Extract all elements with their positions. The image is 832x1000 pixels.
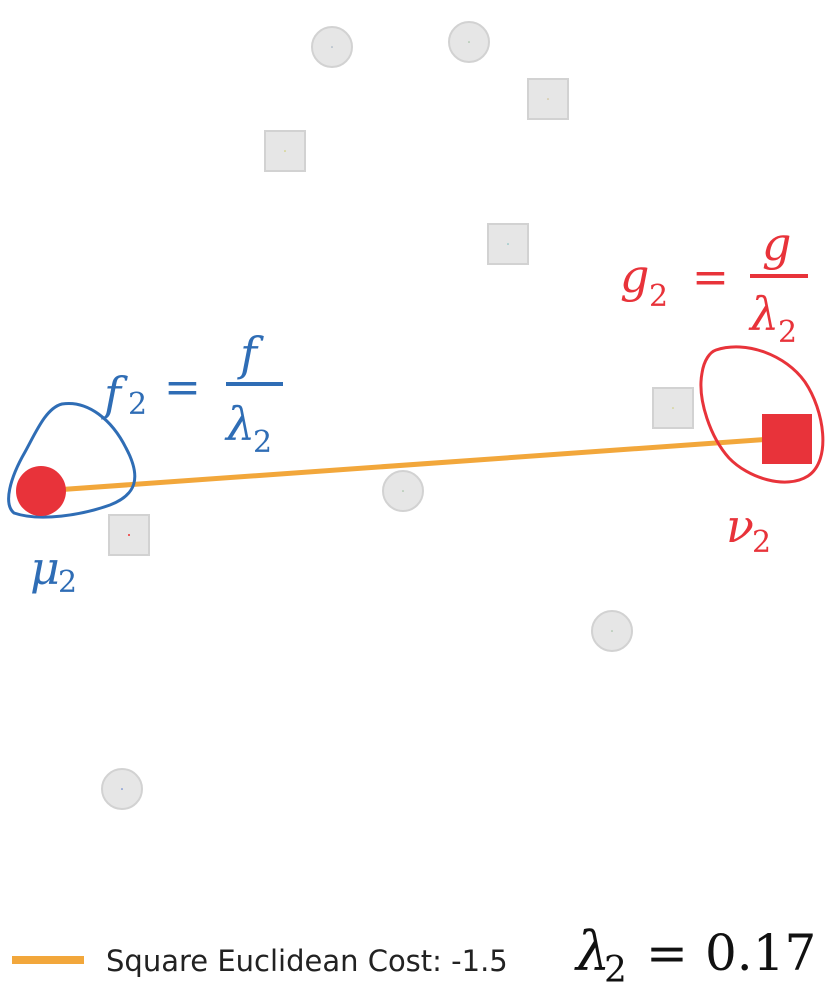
lambda-subscript: 2 [253,425,272,460]
f2-subscript: 2 [128,387,147,422]
legend-cost-text: Square Euclidean Cost: -1.5 [106,944,508,978]
lambda-symbol: λ [748,287,779,341]
source-potential-outline [7,402,137,519]
f2-base: f [101,367,128,421]
equals-sign: = [164,362,201,413]
lambda-value: 0.17 [705,924,816,982]
lambda-subscript: 2 [604,950,627,991]
gray-square-point [527,78,569,120]
fraction-numerator: g [762,217,791,271]
equals-sign: = [646,924,688,982]
mu-label: μ 2 [30,541,77,600]
nu-subscript: 2 [752,525,771,560]
mu-symbol: μ [30,541,60,595]
background-points [101,21,694,810]
fraction-numerator: f [237,327,264,381]
transport-line [40,435,787,494]
nu-symbol: ν [726,499,754,553]
lambda-subscript: 2 [778,315,797,350]
lambda-symbol: λ [574,920,610,983]
legend: Square Euclidean Cost: -1.5 [12,944,508,978]
g2-subscript: 2 [649,279,668,314]
lambda-symbol: λ [224,397,255,451]
lambda-value-label: λ 2 = 0.17 [574,920,816,991]
nu-label: ν 2 [726,499,771,560]
source-potential-label: f 2 = f λ 2 [101,327,283,460]
source-point [16,466,66,516]
target-potential-outline [699,345,825,484]
gray-square-point [108,514,150,556]
g2-base: g [620,249,649,303]
target-point [762,414,812,464]
mu-subscript: 2 [58,565,77,600]
target-potential-label: g 2 = g λ 2 [620,217,808,350]
equals-sign: = [692,252,729,303]
